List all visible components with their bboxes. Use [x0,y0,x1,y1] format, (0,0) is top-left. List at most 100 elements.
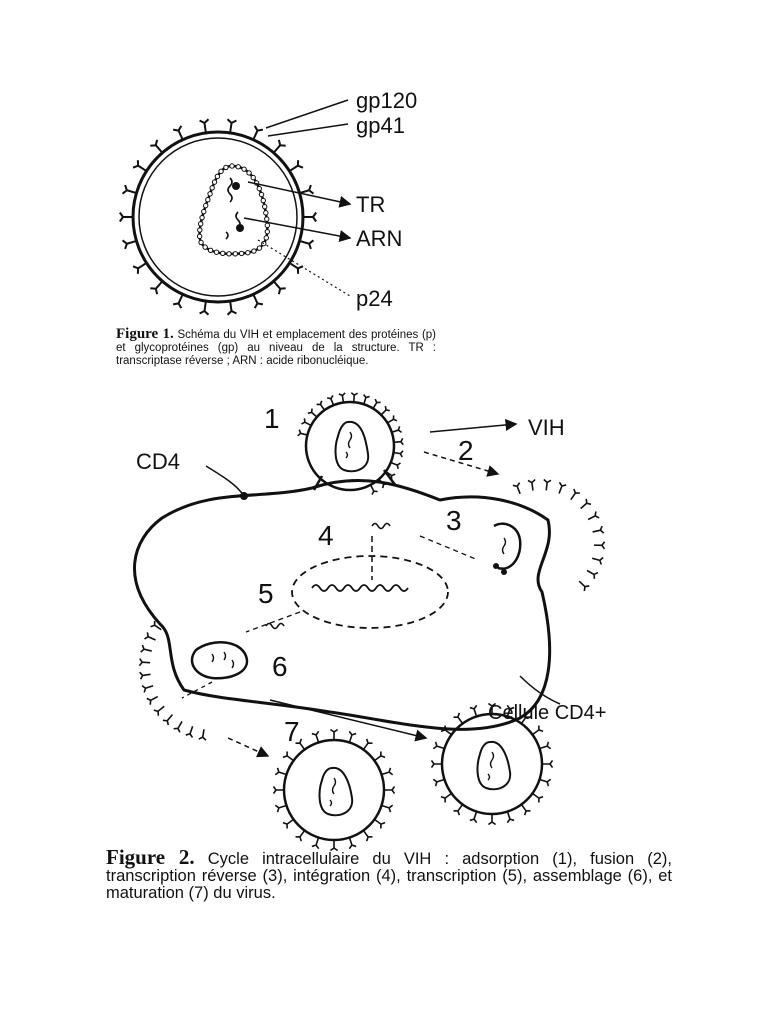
glycoprotein-spike [144,632,156,641]
glycoprotein-spike [162,714,174,726]
label-cellule-cd4: Cellule CD4+ [488,702,606,724]
p24-dot [232,251,239,257]
glycoprotein-spike [373,751,386,762]
reverse-transcriptase-dot [236,224,244,232]
budding-envelope-spikes [138,620,207,741]
fusion-envelope-spikes [512,478,606,592]
step-number-4: 4 [318,520,334,551]
glycoprotein-spike [199,118,210,134]
p24-dot [226,251,232,257]
glycoprotein-spike [373,818,386,829]
glycoprotein-spike [432,741,445,750]
leader-gp41 [267,123,349,137]
assembling-rna [211,651,235,669]
glycoprotein-spike [139,671,151,680]
glycoprotein-spike [288,262,304,274]
leader-vih [429,418,518,433]
glycoprotein-spike [380,406,390,416]
glycoprotein-spike [132,160,148,172]
glycoprotein-spike [578,580,590,592]
viral-dna-fragment [371,522,391,530]
glycoprotein-spike [487,814,497,826]
glycoprotein-spike [558,481,567,494]
glycoprotein-spike [362,738,373,751]
virion-envelope [131,130,305,304]
glycoprotein-spike [542,759,554,769]
viral-rna-fragment [265,622,285,630]
p24-dot [256,245,263,251]
glycoprotein-spike [303,211,317,223]
glycoprotein-spike [393,438,404,446]
leader-cell [519,675,561,705]
glycoprotein-spike [378,478,388,489]
leader-gp120 [265,99,349,129]
glycoprotein-spike [469,811,478,824]
glycoprotein-spike [387,415,398,424]
glycoprotein-spike [531,725,544,736]
p24-dot [207,191,213,197]
glycoprotein-spike [150,620,162,631]
figure2-caption: Figure 2. Cycle intracellulaire du VIH :… [106,847,672,902]
p24-dot [209,185,215,191]
glycoprotein-spike [570,488,580,501]
glycoprotein-spike [282,751,295,762]
figure2-caption-title: Figure 2. [106,845,195,869]
figure1-caption-text: Schéma du VIH et emplacement des protéin… [116,329,437,367]
p24-dot [229,163,235,169]
glycoprotein-spike [512,482,521,495]
p24-dot [201,208,207,215]
p24-dot [198,239,204,246]
virion-mature [430,702,554,826]
p24-dot [264,222,271,229]
glycoprotein-spike [121,184,137,195]
p24-dot [202,202,209,209]
glycoprotein-spike [506,811,515,824]
glycoprotein-spike [539,741,552,750]
glycoprotein-spike [282,818,295,829]
reverse-transcriptase-dot [232,182,240,190]
glycoprotein-spike [301,418,312,427]
glycoprotein-spike [393,450,404,458]
glycoprotein-spike [274,804,287,813]
virion-adsorption [297,392,404,495]
leader-arn [243,217,352,242]
glycoprotein-spike [384,785,396,795]
glycoprotein-spike [329,840,339,852]
arrow-to-virion-7 [227,737,270,758]
step-number-5: 5 [258,578,274,609]
glycoprotein-spike [543,478,552,491]
capsid-core [334,420,370,473]
glycoprotein-spike [592,525,605,534]
glycoprotein-spike [440,725,453,736]
reverse-transcriptase-dot [501,569,507,575]
leader-tr [247,181,352,208]
integrated-dna [311,584,409,592]
glycoprotein-spike [316,400,326,411]
p24-dot [263,235,269,241]
label-gp41: gp41 [356,113,405,138]
glycoprotein-spike [593,541,606,550]
glycoprotein-spike [432,778,445,787]
glycoprotein-spike [362,829,373,842]
p24-dot [245,249,251,256]
label-p24: p24 [356,286,393,311]
glycoprotein-spike [274,767,287,776]
leader-p24 [257,239,351,297]
nucleus [291,555,449,629]
glycoprotein-spike [591,556,604,565]
glycoprotein-spike [390,461,401,470]
p24-dot [205,196,211,203]
p24-dot [223,164,229,171]
step-number-6: 6 [272,651,288,682]
glycoprotein-spike [453,712,464,725]
glycoprotein-spike [199,300,210,316]
glycoprotein-spike [297,429,308,437]
glycoprotein-spike [299,184,315,195]
glycoprotein-spike [141,684,154,693]
glycoprotein-spike [150,280,164,295]
glycoprotein-spike [391,426,403,434]
glycoprotein-spike [506,704,515,717]
p24-dot [235,164,241,170]
